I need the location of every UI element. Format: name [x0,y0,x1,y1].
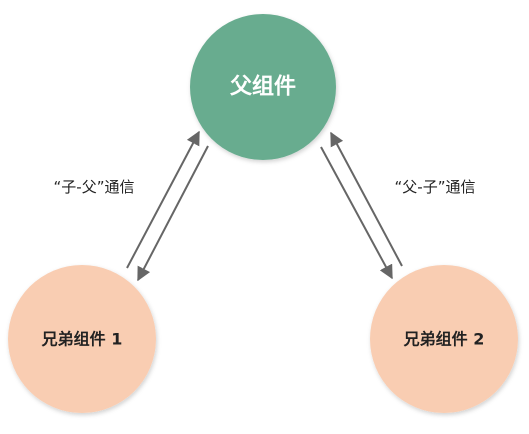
parent-to-child-label: “父-子”通信 [395,178,476,196]
parent-node: 父组件 [190,14,336,160]
child-to-parent-label: “子-父”通信 [54,178,135,196]
arrow-sibling2-to-parent [330,131,403,267]
sibling2-node-circle [370,265,518,413]
arrow-parent-to-sibling1 [137,145,209,282]
sibling2-node: 兄弟组件 2 [370,265,518,413]
sibling1-node: 兄弟组件 1 [8,265,156,413]
arrow-parent-to-sibling2 [320,146,393,280]
parent-node-circle [190,14,336,160]
sibling1-node-label: 兄弟组件 1 [41,330,123,349]
sibling2-node-label: 兄弟组件 2 [403,330,485,349]
parent-node-label: 父组件 [230,74,296,100]
arrow-sibling1-to-parent [126,130,200,269]
sibling1-node-circle [8,265,156,413]
